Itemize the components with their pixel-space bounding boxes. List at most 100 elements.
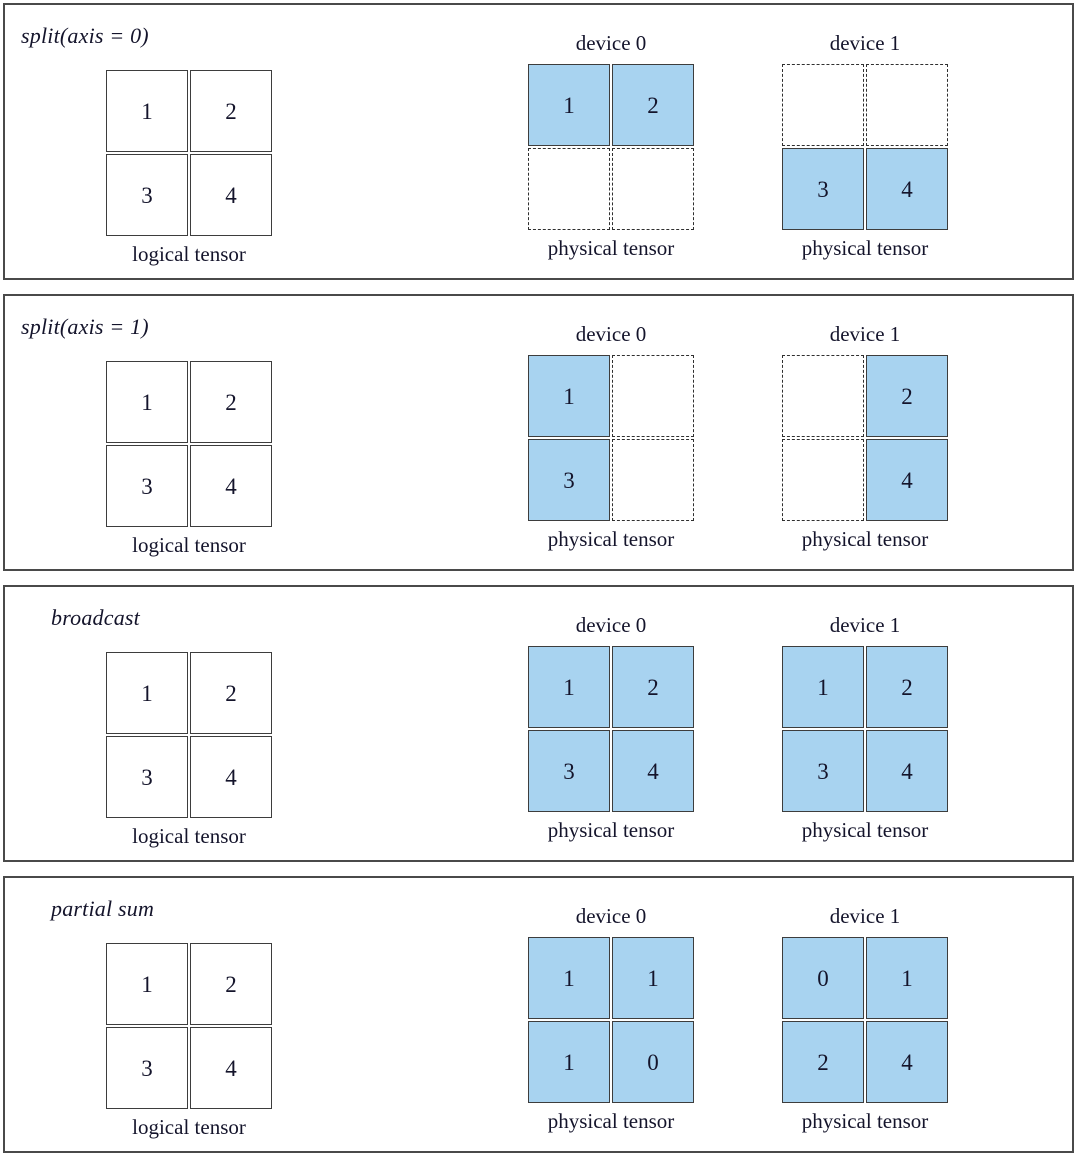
tensor-cell: 1 <box>612 937 694 1019</box>
tensor-cell: 2 <box>782 1021 864 1103</box>
tensor-cell: 4 <box>612 730 694 812</box>
tensor-cell: 4 <box>866 730 948 812</box>
device-heading: device 1 <box>829 904 901 928</box>
tensor-cell: 4 <box>190 1027 272 1109</box>
device-heading: device 0 <box>575 613 647 637</box>
tensor-cell: 3 <box>106 1027 188 1109</box>
device-heading: device 1 <box>829 322 901 346</box>
physical-tensor-caption: physical tensor <box>801 1109 929 1133</box>
tensor-cell: 4 <box>866 1021 948 1103</box>
tensor-cell <box>528 148 610 230</box>
physical-tensor-caption: physical tensor <box>801 818 929 842</box>
tensor-cell: 2 <box>612 646 694 728</box>
tensor-cell: 3 <box>782 148 864 230</box>
tensor-cell: 1 <box>106 361 188 443</box>
tensor-cell: 2 <box>190 361 272 443</box>
tensor-cell: 3 <box>528 439 610 521</box>
tensor-cell: 4 <box>866 439 948 521</box>
tensor-cell: 1 <box>866 937 948 1019</box>
tensor-cell: 1 <box>528 64 610 146</box>
panel-title: broadcast <box>51 605 140 630</box>
tensor-cell: 4 <box>190 736 272 818</box>
tensor-cell <box>612 148 694 230</box>
physical-tensor-caption: physical tensor <box>547 1109 675 1133</box>
logical-tensor-caption: logical tensor <box>132 533 246 557</box>
tensor-cell: 3 <box>528 730 610 812</box>
panel-title: split(axis = 1) <box>21 314 149 339</box>
tensor-cell: 1 <box>106 70 188 152</box>
physical-tensor-caption: physical tensor <box>547 527 675 551</box>
tensor-cell: 3 <box>106 736 188 818</box>
panel-title: split(axis = 0) <box>21 23 149 48</box>
device-heading: device 0 <box>575 322 647 346</box>
physical-tensor-caption: physical tensor <box>547 818 675 842</box>
tensor-cell: 3 <box>106 154 188 236</box>
tensor-cell <box>612 439 694 521</box>
tensor-cell: 0 <box>612 1021 694 1103</box>
tensor-cell <box>612 355 694 437</box>
tensor-cell: 2 <box>190 652 272 734</box>
tensor-cell <box>782 64 864 146</box>
device-heading: device 0 <box>575 904 647 928</box>
tensor-cell: 1 <box>106 652 188 734</box>
physical-tensor-caption: physical tensor <box>547 236 675 260</box>
physical-tensor-caption: physical tensor <box>801 527 929 551</box>
tensor-cell: 3 <box>782 730 864 812</box>
physical-tensor-caption: physical tensor <box>801 236 929 260</box>
tensor-cell <box>782 355 864 437</box>
device-heading: device 1 <box>829 613 901 637</box>
tensor-cell: 4 <box>190 445 272 527</box>
device-heading: device 1 <box>829 31 901 55</box>
tensor-cell: 1 <box>782 646 864 728</box>
logical-tensor-caption: logical tensor <box>132 824 246 848</box>
tensor-cell: 3 <box>106 445 188 527</box>
device-heading: device 0 <box>575 31 647 55</box>
tensor-cell: 4 <box>866 148 948 230</box>
tensor-cell: 2 <box>866 355 948 437</box>
panel-title: partial sum <box>51 896 155 921</box>
tensor-cell: 1 <box>528 355 610 437</box>
tensor-cell: 4 <box>190 154 272 236</box>
tensor-cell: 2 <box>190 943 272 1025</box>
tensor-cell: 1 <box>106 943 188 1025</box>
tensor-cell: 2 <box>612 64 694 146</box>
tensor-cell <box>866 64 948 146</box>
tensor-cell: 2 <box>866 646 948 728</box>
logical-tensor-caption: logical tensor <box>132 1115 246 1139</box>
tensor-cell: 1 <box>528 646 610 728</box>
tensor-cell <box>782 439 864 521</box>
tensor-cell: 2 <box>190 70 272 152</box>
tensor-cell: 1 <box>528 1021 610 1103</box>
logical-tensor-caption: logical tensor <box>132 242 246 266</box>
tensor-cell: 1 <box>528 937 610 1019</box>
tensor-cell: 0 <box>782 937 864 1019</box>
